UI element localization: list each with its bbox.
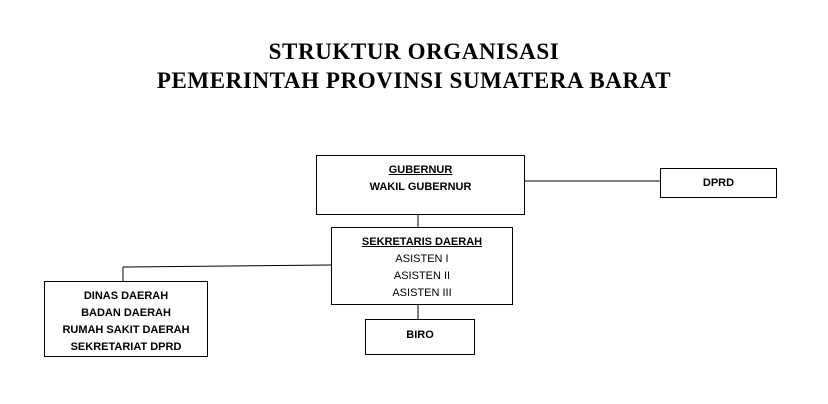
node-dinas-line: DINAS DAERAH — [83, 290, 169, 302]
node-dinas-line: SEKRETARIAT DPRD — [70, 341, 182, 353]
node-dprd: DPRD — [660, 168, 777, 198]
node-dinas-line: BADAN DAERAH — [81, 307, 171, 319]
node-sekda-title: SEKRETARIS DAERAH — [361, 236, 483, 248]
node-sekda-line: ASISTEN I — [395, 253, 449, 265]
node-sekda-line: ASISTEN III — [392, 287, 452, 299]
node-sekda-line: ASISTEN II — [393, 270, 451, 282]
chart-title-line-1: STRUKTUR ORGANISASI — [268, 39, 560, 64]
node-dprd-title: DPRD — [702, 177, 735, 189]
node-gubernur-title: GUBERNUR — [388, 164, 453, 176]
node-biro: BIRO — [365, 319, 475, 355]
node-dinas-daerah: DINAS DAERAH BADAN DAERAH RUMAH SAKIT DA… — [44, 281, 208, 357]
node-dinas-line: RUMAH SAKIT DAERAH — [62, 324, 190, 336]
node-biro-title: BIRO — [406, 329, 434, 341]
node-gubernur-line: WAKIL GUBERNUR — [369, 181, 472, 193]
node-gubernur: GUBERNUR WAKIL GUBERNUR — [316, 155, 525, 215]
chart-title-line-2: PEMERINTAH PROVINSI SUMATERA BARAT — [156, 68, 672, 93]
connector-sekda-dinas-horizontal — [122, 264, 332, 268]
node-sekretaris-daerah: SEKRETARIS DAERAH ASISTEN I ASISTEN II A… — [331, 227, 513, 305]
